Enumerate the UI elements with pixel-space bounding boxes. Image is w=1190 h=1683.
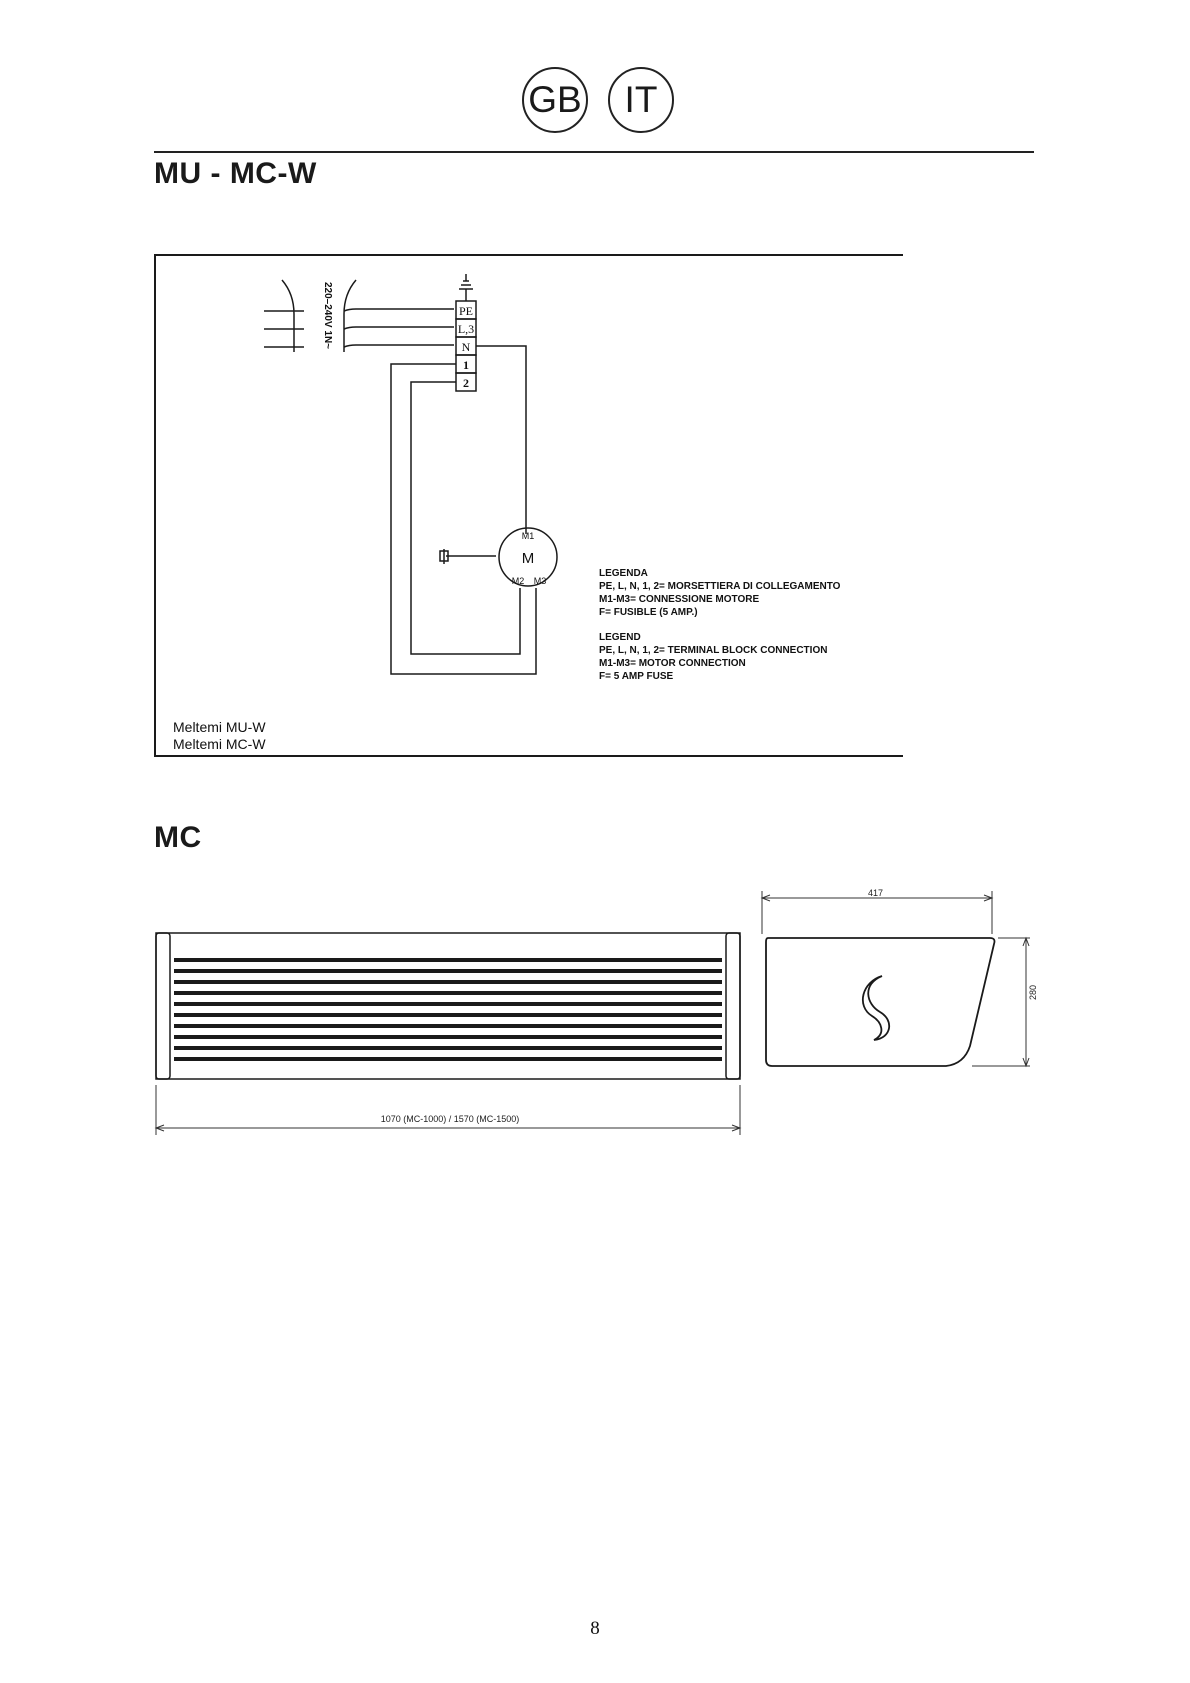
depth-dimension-label: 417 <box>868 888 884 898</box>
model-label-mu-w: Meltemi MU-W <box>173 719 266 735</box>
grille-slats <box>174 958 722 1061</box>
terminal-2: 2 <box>463 376 469 390</box>
legend-english-heading: LEGEND <box>599 632 641 643</box>
legend-english-line: PE, L, N, 1, 2= TERMINAL BLOCK CONNECTIO… <box>599 645 828 656</box>
wiring-diagram: PE L,3 N 1 2 M M1 M2 M3 220–240V 1N~ LEG… <box>154 254 904 758</box>
legend-english-line: F= 5 AMP FUSE <box>599 671 674 682</box>
header-rule <box>154 151 1034 153</box>
side-view-drawing: 417 280 <box>758 886 1048 1086</box>
page-number: 8 <box>590 1618 600 1639</box>
legend-italian-line: M1-M3= CONNESSIONE MOTORE <box>599 594 760 605</box>
section-title-mu-mc-w: MU - MC-W <box>154 157 317 190</box>
model-label-mc-w: Meltemi MC-W <box>173 736 266 752</box>
terminal-1: 1 <box>463 358 469 372</box>
front-view-drawing: 1070 (MC-1000) / 1570 (MC-1500) <box>150 928 750 1138</box>
side-view-svg <box>760 891 1030 1068</box>
terminal-pe: PE <box>459 304 473 318</box>
language-badge-it: IT <box>608 67 674 133</box>
legend-italian: LEGENDA PE, L, N, 1, 2= MORSETTIERA DI C… <box>599 567 840 619</box>
brand-swirl-icon <box>862 975 890 1041</box>
model-labels: Meltemi MU-W Meltemi MC-W <box>173 719 266 753</box>
motor-terminal-m2: M2 <box>512 576 525 586</box>
legend-english-line: M1-M3= MOTOR CONNECTION <box>599 658 746 669</box>
legend-italian-heading: LEGENDA <box>599 568 648 579</box>
front-view-svg <box>154 932 742 1135</box>
terminal-l3: L,3 <box>458 322 474 336</box>
legend-english: LEGEND PE, L, N, 1, 2= TERMINAL BLOCK CO… <box>599 631 827 683</box>
terminal-n: N <box>462 340 471 354</box>
height-dimension-label: 280 <box>1028 984 1038 1000</box>
legend-italian-line: F= FUSIBLE (5 AMP.) <box>599 607 698 618</box>
wiring-diagram-svg: PE L,3 N 1 2 M M1 M2 M3 220–240V 1N~ <box>154 254 903 757</box>
legend-italian-line: PE, L, N, 1, 2= MORSETTIERA DI COLLEGAME… <box>599 581 841 592</box>
motor-terminal-m3: M3 <box>534 576 547 586</box>
motor-terminal-m1: M1 <box>522 531 535 541</box>
supply-voltage-label: 220–240V 1N~ <box>322 282 333 349</box>
motor-symbol: M <box>522 550 535 567</box>
section-title-mc: MC <box>154 821 202 854</box>
language-badge-gb: GB <box>522 67 588 133</box>
width-dimension-label: 1070 (MC-1000) / 1570 (MC-1500) <box>380 1114 520 1124</box>
